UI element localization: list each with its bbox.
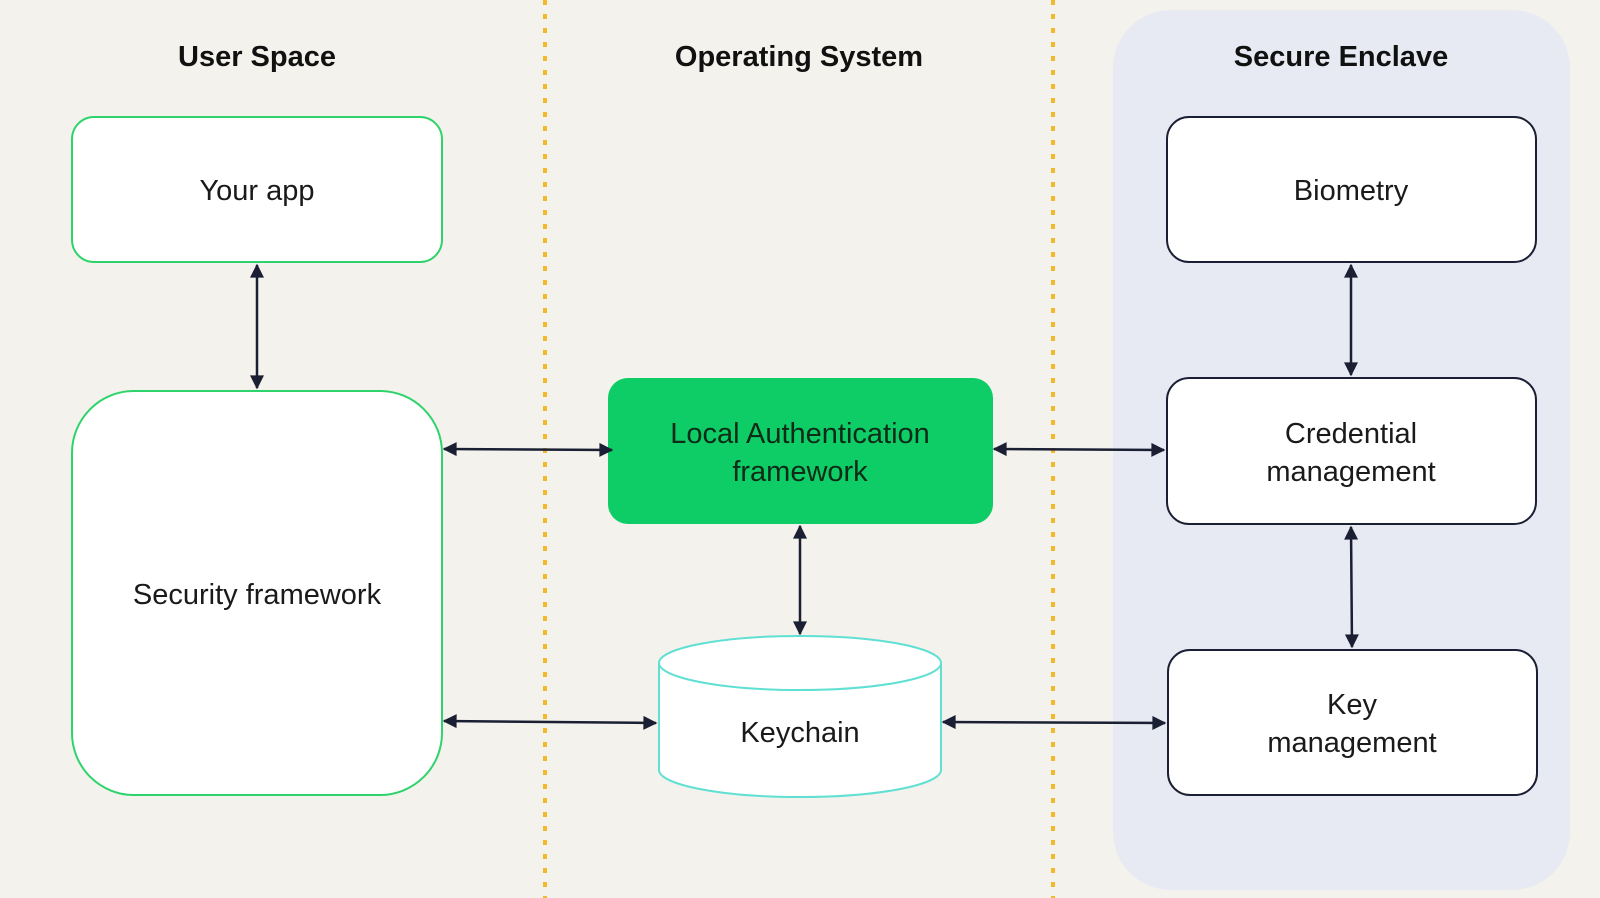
column-title-operating-system: Operating System <box>675 41 923 73</box>
arrow-localauth-credential <box>992 442 1166 457</box>
arrow-keychain-keymanagement <box>941 715 1167 730</box>
node-security-framework: Security framework <box>71 390 443 796</box>
node-local-authentication: Local Authentication framework <box>608 378 993 524</box>
column-title-secure-enclave: Secure Enclave <box>1234 41 1448 73</box>
node-security-framework-label: Security framework <box>133 579 382 611</box>
node-your-app: Your app <box>71 116 443 263</box>
node-keychain-label: Keychain <box>740 717 859 749</box>
node-key-management-label-line2: management <box>1267 727 1436 759</box>
column-title-user-space: User Space <box>178 41 336 73</box>
arrow-security-keychain <box>442 714 658 730</box>
node-biometry: Biometry <box>1166 116 1537 263</box>
node-biometry-label: Biometry <box>1294 175 1409 207</box>
node-key-management: Key management <box>1167 649 1538 796</box>
node-local-authentication-label-line2: framework <box>732 456 868 488</box>
node-key-management-label-line1: Key <box>1327 689 1377 721</box>
node-your-app-label: Your app <box>199 175 314 207</box>
arrow-security-localauth <box>442 442 614 457</box>
arrow-credential-keymanagement <box>1344 525 1359 649</box>
node-keychain: Keychain <box>658 635 942 798</box>
node-local-authentication-label-line1: Local Authentication <box>670 418 930 450</box>
node-credential-management: Credential management <box>1166 377 1537 525</box>
node-credential-management-label-line1: Credential <box>1285 418 1417 450</box>
node-credential-management-label-line2: management <box>1266 456 1435 488</box>
